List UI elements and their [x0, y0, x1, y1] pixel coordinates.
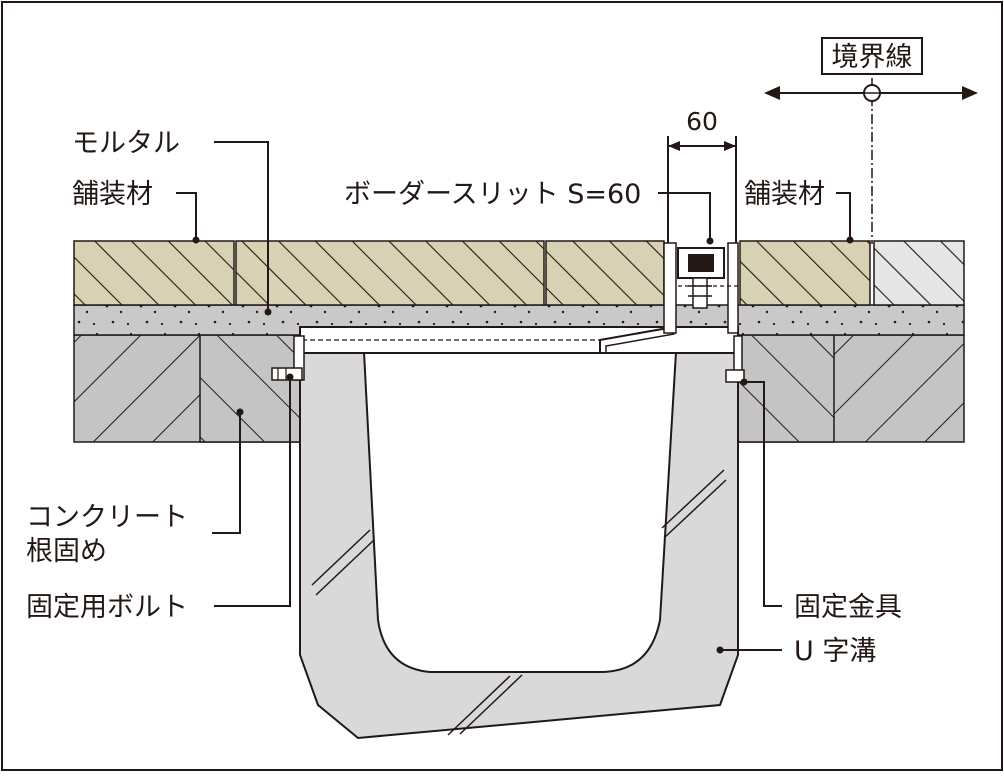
dimension-label: 60 — [686, 107, 718, 136]
u-ditch — [299, 351, 739, 740]
leader-lines — [176, 141, 854, 654]
bracket-label: 固定金具 — [794, 592, 902, 623]
paving-right-label: 舗装材 — [744, 179, 825, 210]
boundary-line — [764, 37, 978, 244]
paving-blocks-right — [739, 240, 965, 306]
fixing-bolt-left — [271, 335, 305, 381]
paving-left-label: 舗装材 — [72, 179, 153, 210]
bolt-label: 固定用ボルト — [26, 592, 188, 623]
paving-blocks-left — [73, 240, 665, 306]
concrete-label-line1: コンクリート — [26, 502, 188, 533]
fixing-bracket-right — [725, 335, 745, 383]
concrete-label-line2: 根固め — [26, 536, 107, 567]
slit-assembly — [299, 242, 739, 354]
slit-width-dimension — [667, 136, 737, 243]
ditch-label: U 字溝 — [794, 636, 876, 667]
slit-label: ボーダースリット S=60 — [344, 179, 641, 210]
boundary-label: 境界線 — [832, 42, 913, 73]
mortar-label: モルタル — [72, 128, 180, 159]
